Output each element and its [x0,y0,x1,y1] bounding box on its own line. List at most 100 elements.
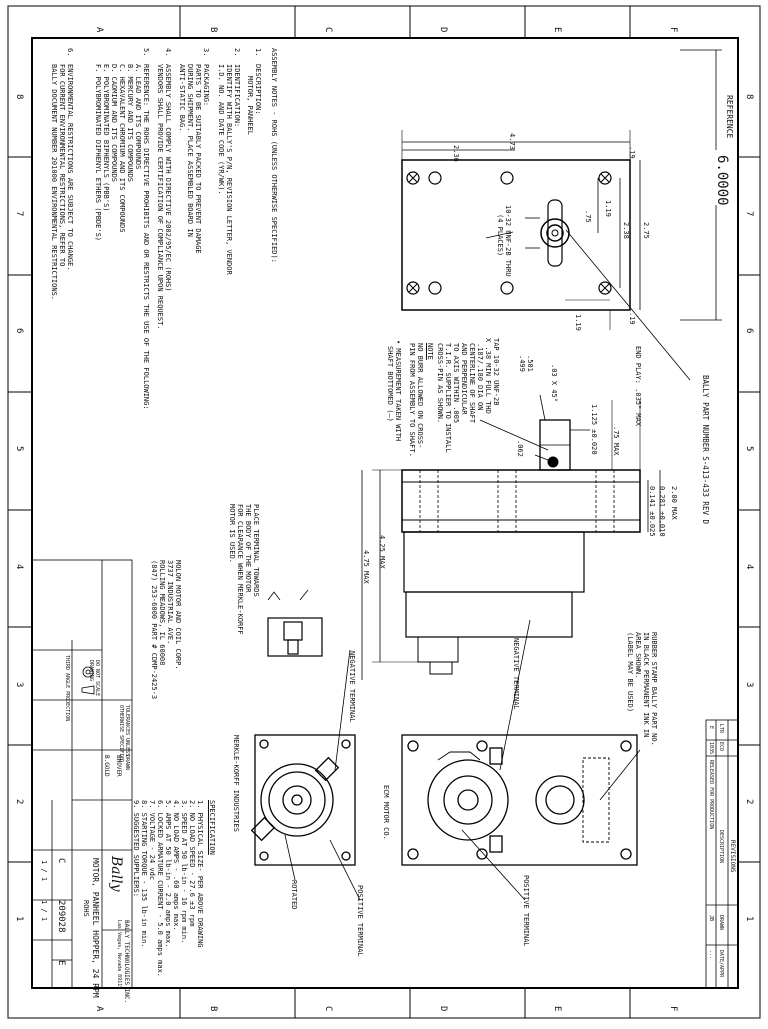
zone-label-bottom-d: D [438,1006,448,1012]
note-1-number: 1. [254,48,262,57]
zone-label-top-a: A [94,27,104,33]
zone-label-bottom-c: C [323,1006,333,1012]
dim-019-top: .19 [628,146,636,159]
pin-note-line-1: .187/.180 DIA ON [476,343,484,411]
zone-label-right-1: 1 [744,916,754,922]
title-block [31,559,133,989]
spec-item-9: 9. SUGGESTED SUPPLIERS: [132,800,140,897]
place-note-line-3: FOR CLEARANCE WHEN MERKLE-KORFF [236,504,244,635]
molon-line-4: (847) 253-6000 PART # CDMP-2425-3 [150,560,158,700]
rev-row-description: RELEASED FOR PRODUCTION [708,760,714,830]
rev-row-letter: E [708,726,714,730]
third-angle-symbol [81,666,95,695]
rev-col-ltr: LTR [718,724,724,734]
place-note-line-4: MOTOR IS USED. [228,504,236,564]
dim-2-38: 2.38 [622,222,630,239]
note-5-line-1: REFERENCE: THE ROHS DIRECTIVE PROHIBITS … [142,64,150,410]
rev-col-drawn: DRAWN [718,915,724,931]
note-6-line-2: FOR CURRENT ENVIRONMENTAL RESTRICTIONS, … [58,64,66,267]
note-head: NOTE [426,343,434,360]
dim-4-25-max: 4.25 MAX [378,535,386,569]
positive-terminal-label-1: POSITIVE TERMINAL [522,875,530,947]
pin-note-line-2: CENTERLINE OF SHAFT [468,343,476,424]
negative-terminal-label-1: NEGATIVE TERMINAL [512,638,520,710]
revision-block [705,719,739,989]
measure-note-line-1: • MEASUREMENT TAKEN WITH [394,340,402,442]
top-view [401,130,641,330]
hole-note-line-1: 10-32 UNF-2B THRU [504,205,512,277]
dim-4-73: 4.73 [508,133,516,150]
drawing-title: MOTOR, PANHEEL HOPPER, 24 RPM [91,858,100,998]
note-3-number: 3. [202,48,210,57]
zone-label-bottom-f: F [668,1006,678,1012]
zone-ticks [8,6,760,1018]
inner-frame [31,37,739,989]
outer-frame [7,5,761,1019]
pin-note-line-6: CROSS-PIN AS SHOWN. [436,343,444,424]
dim-1-19-top: 1.19 [604,200,612,217]
note-3-line-3: DURING SHIPMENT. PLACE ASSEMBLED BOARD I… [186,64,194,237]
side-view-leaders [479,394,590,461]
zone-label-top-b: B [208,27,218,33]
note-5-line-7: F. POLYBROMINATED DIPHENYL ETHERS (PBDE'… [94,64,102,242]
dim-499: .499 [518,355,526,372]
dim-0-281: 0.281 ±0.010 [658,486,666,537]
rev-col-eco: ECO [718,742,724,752]
note-2-number: 2. [233,48,241,57]
terminal-detail [267,589,323,657]
merkle-label: MERKLE-KORFF INDUSTRIES [232,735,240,832]
zone-label-top-f: F [668,27,678,33]
reference-label: REFERENCE [725,95,734,139]
stamp-line-3: AREA SHOWN. [634,632,642,679]
dim-4-75-max: 4.75 MAX [362,550,370,584]
do-not-scale-1: DO NOT SCALE [94,660,100,697]
note-3-line-1: PACKAGING: [202,64,210,107]
note-6-number: 6. [66,48,74,57]
dim-2-00-max: 2.00 MAX [670,486,678,520]
rev-row-date: ... [708,950,714,960]
company-city: Las Vegas, Nevada 89119 [116,920,122,990]
zone-label-right-4: 4 [744,564,754,570]
note-1-line-1: DESCRIPTION: [254,64,262,115]
rev-col-date: DATE/APPR [718,950,724,978]
top-view-dim-markers [485,217,540,249]
dim-1-19-bottom: 1.19 [574,314,582,331]
size-value: C [56,858,66,864]
hole-note-line-2: (4 PLACES) [496,214,504,257]
pin-note-line-3: AND PERPENDICULAR [460,343,468,415]
molon-line-3: ROLLING MEADOWS, IL 60008 [158,560,166,666]
end-view-merkle [250,734,356,866]
spec-item-7: 7. VOLTAGE - 24 vdc [148,800,156,881]
spec-item-3: 3. SPEED AT 50 lb-in - 16 rpm min. [180,800,188,944]
spec-item-5: 5. AMPS AT 50 lb-in - 2.0 amps max. [164,800,172,948]
dim-075-top: .75 [584,210,592,223]
zone-label-right-2: 2 [744,799,754,805]
note-2-line-3: I.D. NO. AND DATE CODE (YR/WK). [217,64,225,195]
side-view [361,400,661,680]
note-2-line-1: IDENTIFICATION: [233,64,241,128]
dim-019-bottom: .19 [628,312,636,325]
revisions-heading: REVISIONS [729,840,736,873]
note-4-line-2: VENDORS SHALL PROVIDE CERTIFICATION OF C… [156,64,164,330]
note-2-line-2: IDENTIFY WITH BALLY'S P/N, REVISION LETT… [225,64,233,275]
zone-label-top-d: D [438,27,448,33]
rev-col-description: DESCRIPTION [718,830,724,864]
molon-line-1: MOLON MOTOR AND COIL CORP. [174,560,182,670]
pin-note-line-4: TO AXIS WITHIN .005 [452,343,460,424]
note-5-line-2: A. LEAD AND ITS COMPOUNDS [134,64,142,170]
drawing-title-sub: ROHS [82,900,90,917]
design-by: B.GOLD [103,755,110,777]
bally-logo: Bally [108,856,124,892]
drawing-number: 209028 [56,900,66,933]
zone-label-bottom-e: E [552,1006,562,1012]
zone-label-left-2: 2 [14,799,24,805]
stamp-line-1: RUBBER STAMP BALLY PART NO. [650,632,658,746]
tolerance-line-2: OTHERWISE SPECIFIED [118,705,124,763]
zone-label-top-c: C [323,27,333,33]
spec-item-6: 6. LOCKED ARMATURE CURRENT - 5.0 amps ma… [156,800,164,978]
note-1-line-2: MOTOR, PANHEEL [246,76,254,136]
tolerance-line-1: TOLERANCES UNLESS [124,705,130,757]
burr-note-line-1: NO BURR ALLOWED ON CROSS- [416,343,424,449]
